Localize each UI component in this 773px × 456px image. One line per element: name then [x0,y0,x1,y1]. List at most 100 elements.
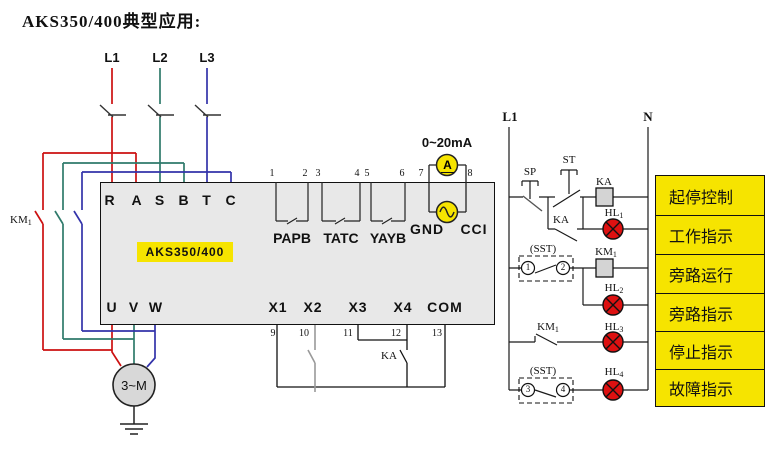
terminal-number-5: 5 [364,168,370,179]
terminal-number-6: 6 [399,168,405,179]
sst-terminal-1-number: 1 [525,262,531,272]
terminal-pair-jumpers [275,182,406,225]
lamp-hl4-label: HL4 [604,366,624,379]
sst-terminal-1 [520,260,536,276]
terminal-number-13: 13 [432,328,442,339]
km1-coil-icon [595,258,614,278]
terminal-c: C [225,192,237,208]
terminal-number-4: 4 [354,168,360,179]
control-rail-n-label: N [643,109,653,124]
phase-l2-wire [54,68,185,364]
sp-blade [522,195,543,212]
cci-label: CCI [460,221,488,237]
sst-terminal-2-number: 2 [560,262,566,272]
phase-label-l2: L2 [152,50,168,65]
breaker-icon [99,104,221,118]
lamp-hl1-icon [602,218,624,240]
rung3-wire [509,333,648,346]
ammeter-icon [435,153,459,177]
legend-bypass-run: 旁路运行 [656,254,764,293]
phase-l3-wire [73,68,232,368]
km1-contact-label: KM1 [537,321,559,334]
terminal-x4: X4 [393,299,413,315]
sp-button-icon [521,180,539,199]
sst-terminal-2 [555,260,571,276]
terminal-number-10: 10 [299,328,309,339]
terminal-b: B [178,192,190,208]
ka-coil-label: KA [596,176,612,188]
motor-label: 3~M [121,378,147,393]
terminal-w: W [148,299,164,315]
terminal-number-12: 12 [391,328,401,339]
st-button-icon [552,169,581,208]
sst-terminal-3 [520,382,536,398]
phase-label-l1: L1 [104,50,120,65]
terminal-x2: X2 [303,299,323,315]
ground-icon [120,406,148,435]
lamp-hl2-label: HL2 [604,282,624,295]
terminal-t: T [202,192,212,208]
io-wiring [276,325,446,388]
terminal-a: A [131,192,143,208]
terminal-number-3: 3 [315,168,321,179]
terminal-number-9: 9 [270,328,276,339]
sst-label-1: (SST) [529,243,557,255]
branch1-wire [548,228,648,242]
terminal-number-8: 8 [467,168,473,179]
sst-terminal-4 [555,382,571,398]
rung2-wire [509,264,648,306]
start-button-label: ST [562,154,576,166]
lamp-hl4-icon [602,379,624,401]
lamp-hl3-label: HL3 [604,321,624,334]
terminal-v: V [128,299,140,315]
terminal-x3: X3 [348,299,368,315]
km1-coil-label: KM1 [595,246,617,259]
lamp-hl2-icon [602,294,624,316]
terminal-com: COM [427,299,463,315]
pair-label-papb: PAPB [273,230,311,246]
legend-bypass-indicator: 旁路指示 [656,293,764,331]
x2-external-switch [307,325,316,392]
legend-fault-indicator: 故障指示 [656,369,764,405]
pair-label-tatc: TATC [323,230,359,246]
sst-terminal-4-number: 4 [560,384,566,394]
pair-label-yayb: YAYB [369,230,407,246]
analog-loop-wire [428,164,467,213]
legend-run-indicator: 工作指示 [656,215,764,254]
rung1-wire [509,196,648,229]
ka-coil-icon [595,187,614,207]
sst-terminal-3-number: 3 [525,384,531,394]
x4-ka-contact-label: KA [381,350,397,362]
legend-stop-indicator: 停止指示 [656,331,764,369]
terminal-number-2: 2 [302,168,308,179]
terminal-number-7: 7 [418,168,424,179]
sst-label-2: (SST) [529,365,557,377]
legend-start-stop: 起停控制 [669,189,734,207]
terminal-number-11: 11 [343,328,353,339]
lamp-hl1-label: HL1 [604,207,624,220]
phase-label-l3: L3 [199,50,215,65]
ka-contact-label: KA [553,214,569,226]
stop-button-label: SP [523,166,537,178]
terminal-s: S [154,192,166,208]
sine-icon [439,206,455,218]
gnd-label: GND [409,221,445,237]
rung4-wire [509,389,648,398]
bypass-contactor-label: KM1 [10,214,32,227]
sst-box-1 [518,255,574,282]
terminal-number-1: 1 [269,168,275,179]
page-title: AKS350/400典型应用: [22,12,202,31]
terminal-x1: X1 [268,299,288,315]
control-rail-l1-label: L1 [502,109,518,124]
phase-l1-wire [34,68,137,367]
ammeter-letter: A [441,158,454,173]
model-badge: AKS350/400 [137,242,233,262]
lamp-hl3-icon [602,331,624,353]
legend-panel: 起停控制 工作指示 旁路运行 旁路指示 停止指示 故障指示 [655,175,765,407]
terminal-u: U [106,299,118,315]
sst-box-2 [518,377,574,404]
analog-range-label: 0~20mA [421,135,473,150]
control-rails [508,127,649,390]
